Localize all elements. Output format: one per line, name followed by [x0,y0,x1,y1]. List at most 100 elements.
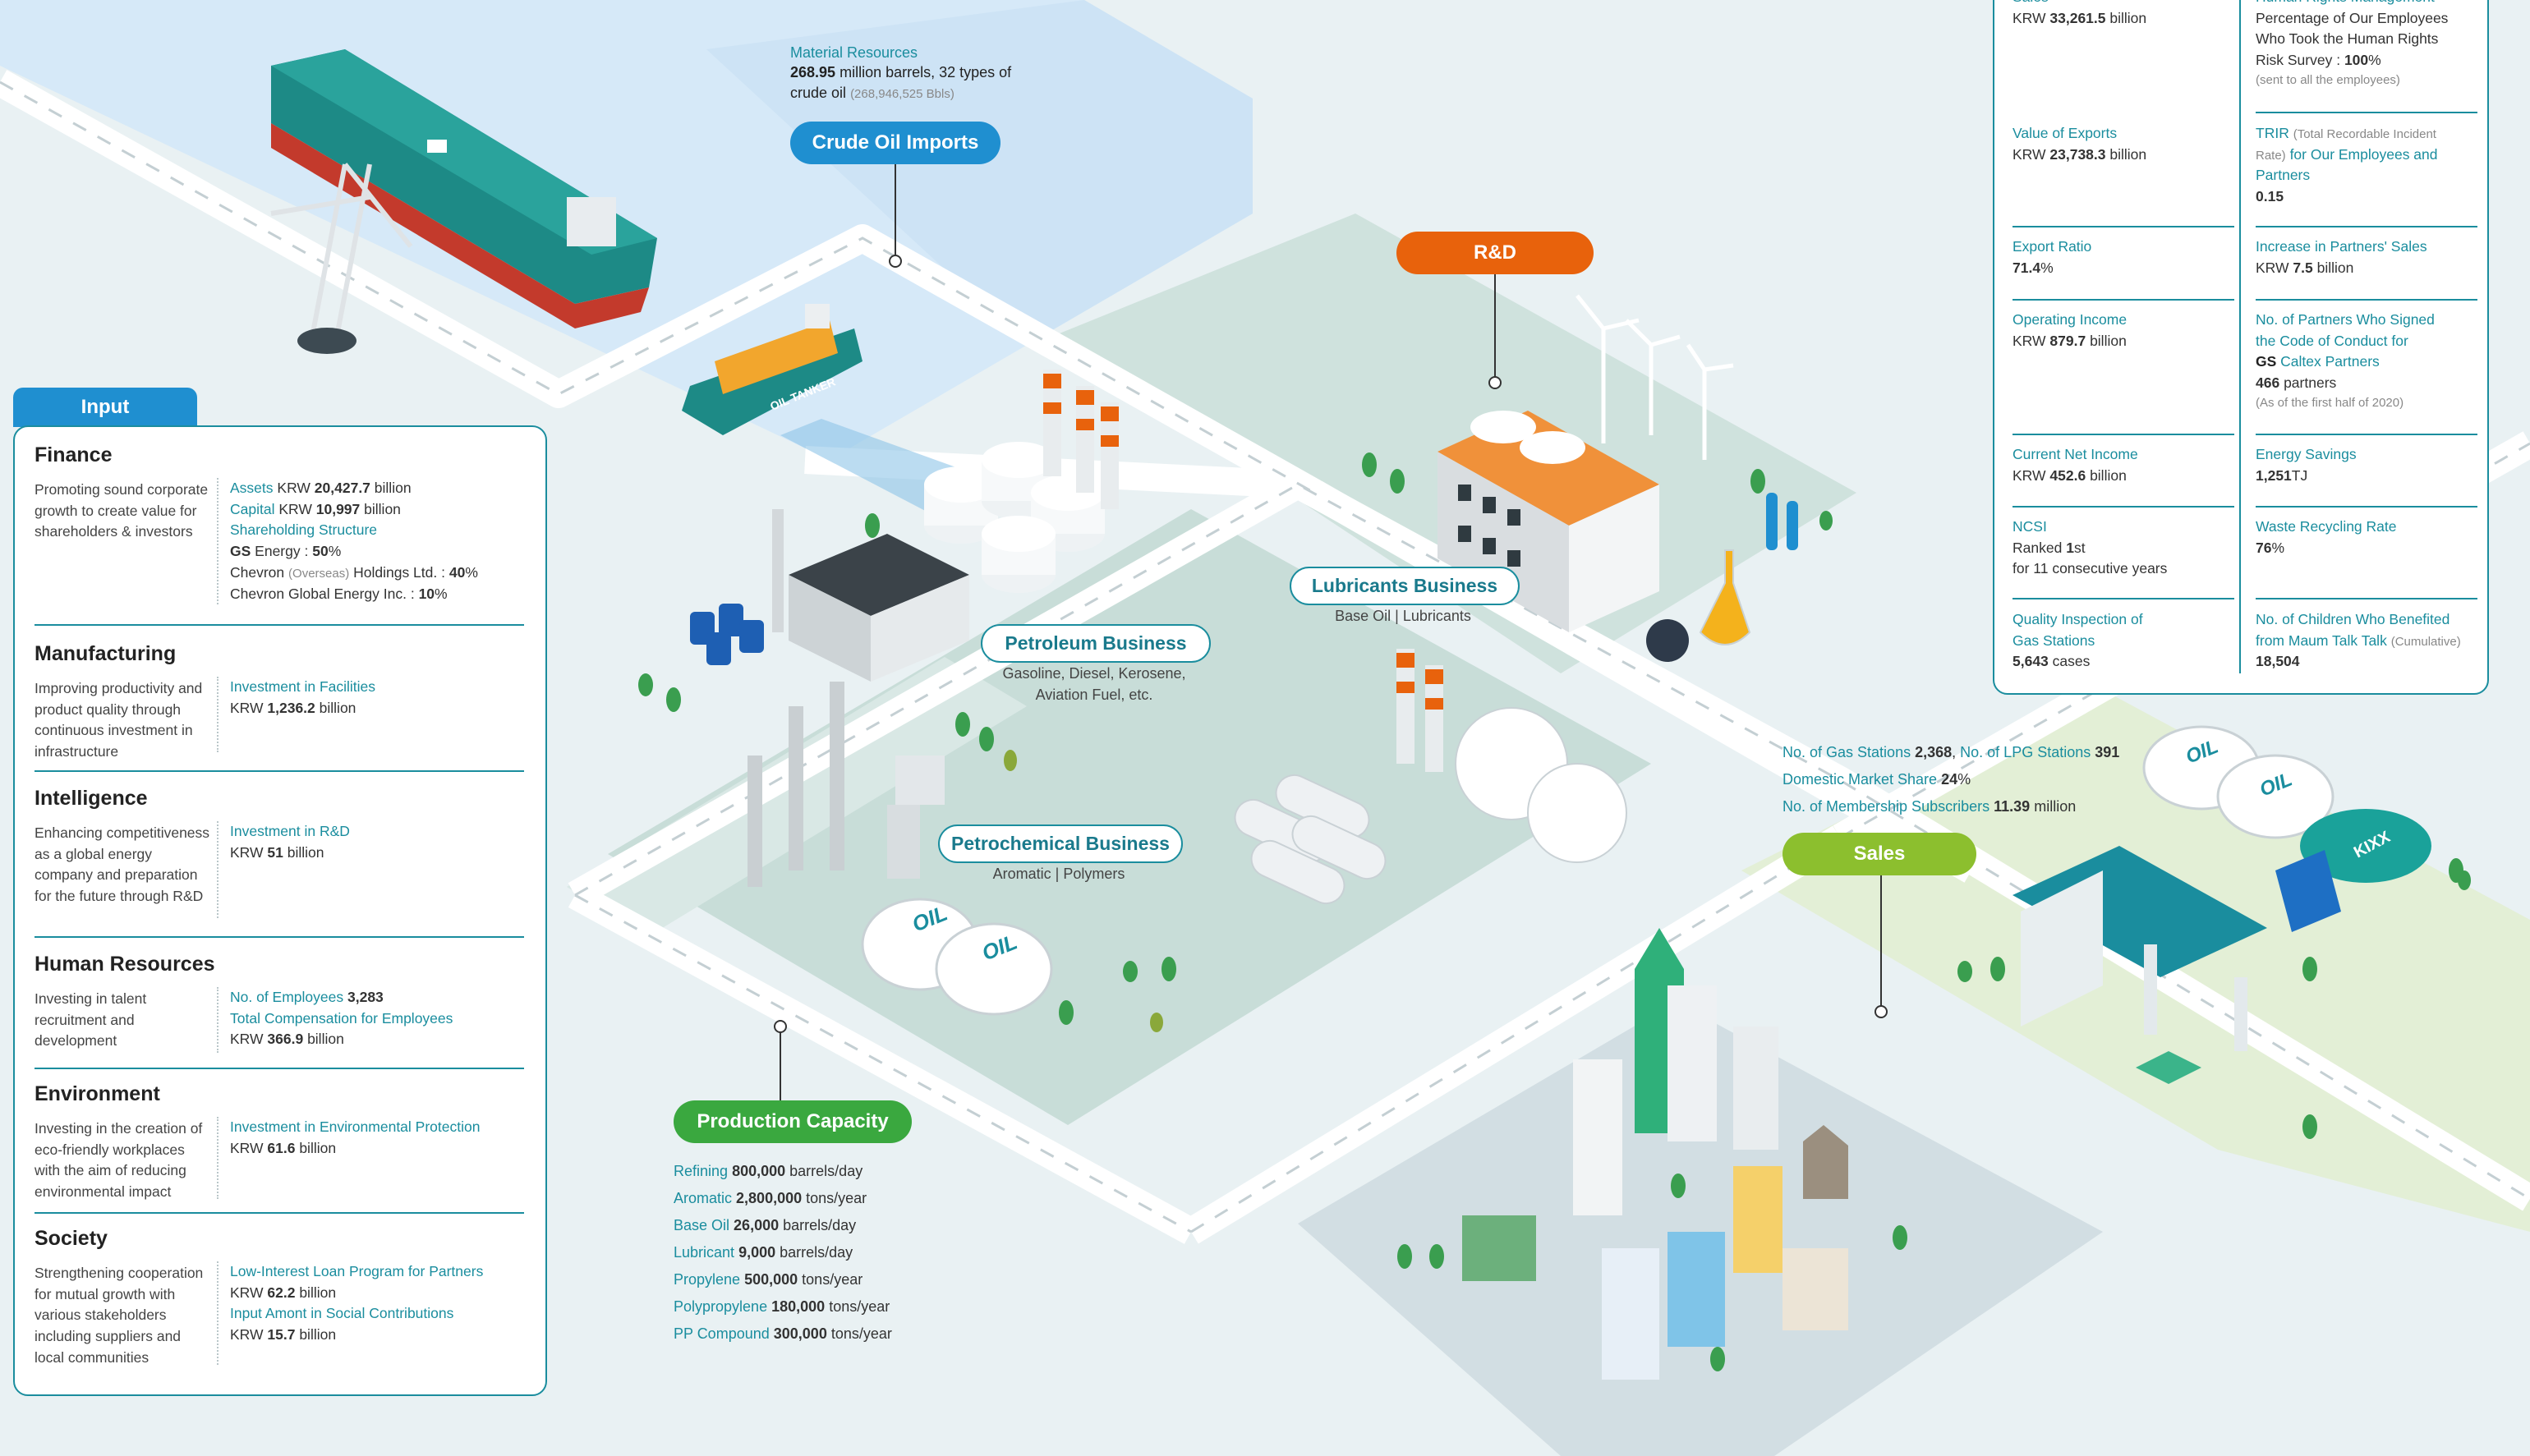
membership-unit: million [2034,798,2077,815]
input-panel [13,425,547,1396]
gas-stations-value: 2,368 [1915,744,1953,760]
finance-title: Finance [34,443,113,466]
row-divider [2256,226,2477,227]
section-divider [34,1212,524,1214]
warehouse-illustration [772,509,969,682]
society-desc: Strengthening cooperation for mutual gro… [34,1265,204,1366]
oil-tanks-sales-illustration: OIL OIL [2142,725,2334,839]
society-title: Society [34,1227,108,1250]
chimneys-illustration [1043,370,1443,772]
production-capacity-list: Refining 800,000 barrels/day Aromatic 2,… [674,1158,1019,1348]
blue-barrels-illustration [690,604,764,665]
finance-desc: Promoting sound corporate growth to crea… [34,481,209,540]
human-resources-desc: Investing in talent recruitment and deve… [34,990,147,1050]
output-human-rights: Human Rights Management Percentage of Ou… [2256,0,2449,87]
membership-label: No. of Membership Subscribers [1782,798,1990,815]
row-divider [2012,434,2234,435]
petroleum-business-label: Petroleum Business [981,624,1211,663]
sales-pill: Sales [1782,833,1976,875]
row-divider [2256,434,2477,435]
row-divider [2012,506,2234,508]
rnd-building-illustration [1438,411,1659,632]
output-export-ratio: Export Ratio 71.4% [2012,238,2092,276]
section-divider [34,624,524,626]
output-code-of-conduct: No. of Partners Who Signed the Code of C… [2256,311,2435,410]
callout-lines [774,164,1888,1100]
output-partners-sales: Increase in Partners' Sales KRW 7.5 bill… [2256,238,2427,276]
market-share-label: Domestic Market Share [1782,771,1938,788]
membership-value: 11.39 [1994,798,2031,815]
material-resources-label: Material Resources [790,44,918,61]
market-share-unit: % [1957,771,1971,788]
manufacturing-values: Investment in Facilities KRW 1,236.2 bil… [217,677,534,752]
production-capacity-pill: Production Capacity [674,1100,912,1143]
lpg-stations-value: 391 [2095,744,2120,760]
capacity-row: Propylene 500,000 tons/year [674,1271,863,1288]
environment-values: Investment in Environmental Protection K… [217,1117,534,1199]
capacity-row: Refining 800,000 barrels/day [674,1163,863,1179]
city-land [1298,1002,2103,1456]
manufacturing-desc: Improving productivity and product quali… [34,680,203,760]
port-crane-illustration [270,163,413,354]
input-tab: Input [13,388,197,427]
human-resources-title: Human Resources [34,953,215,976]
environment-section: Environment Investing in the creation of… [34,1082,527,1200]
sea-highlight [706,0,1253,345]
output-panel [1993,0,2489,695]
storage-tanks-illustration [924,442,1105,593]
capacity-row: Base Oil 26,000 barrels/day [674,1217,857,1233]
wind-turbines-illustration [1576,294,1734,460]
oil-drums-illustration: OIL OIL [861,898,1053,1016]
material-resources-unit: million barrels, 32 types of [840,64,1012,81]
output-waste-recycling: Waste Recycling Rate 76% [2256,518,2397,556]
trees-illustration [638,452,2471,1371]
spherical-tanks-illustration [1455,707,1627,863]
sales-stats: No. of Gas Stations 2,368, No. of LPG St… [1782,744,2120,815]
petroleum-business-sub2: Aviation Fuel, etc. [1035,687,1153,703]
capacity-row: Aromatic 2,800,000 tons/year [674,1190,867,1206]
output-net-income: Current Net Income KRW 452.6 billion [2012,446,2138,484]
intelligence-values: Investment in R&D KRW 51 billion [217,821,534,918]
capacity-row: Polypropylene 180,000 tons/year [674,1298,890,1315]
output-children-benefited: No. of Children Who Benefited from Maum … [2256,611,2461,670]
society-section: Society Strengthening cooperation for mu… [34,1227,527,1366]
fuel-truck-illustration: KIXX [2275,809,2431,932]
intelligence-section: Intelligence Enhancing competitiveness a… [34,787,527,918]
output-exports: Value of Exports KRW 23,738.3 billion [2012,125,2147,163]
output-operating-income: Operating Income KRW 879.7 billion [2012,311,2128,349]
lubricants-business-sub: Base Oil | Lubricants [1335,608,1471,624]
section-divider [34,936,524,938]
row-divider [2256,112,2477,113]
cargo-ship-illustration [271,49,657,328]
city-buildings-illustration [1462,928,1848,1380]
distillation-towers-illustration [748,682,945,887]
material-resources: Material Resources 268.95 million barrel… [790,43,1061,103]
human-resources-section: Human Resources Investing in talent recr… [34,953,527,1053]
row-divider [2256,598,2477,599]
output-energy-savings: Energy Savings 1,251TJ [2256,446,2357,484]
capacity-row: PP Compound 300,000 tons/year [674,1325,892,1342]
rnd-pill: R&D [1396,232,1594,274]
intelligence-desc: Enhancing competitiveness as a global en… [34,824,210,905]
petrochemical-business-sub: Aromatic | Polymers [992,866,1125,882]
row-divider [2256,299,2477,301]
capacity-row: Lubricant 9,000 barrels/day [674,1244,853,1261]
output-quality-inspection: Quality Inspection of Gas Stations 5,643… [2012,611,2143,670]
market-share-value: 24 [1941,771,1958,788]
output-ncsi: NCSI Ranked 1st for 11 consecutive years [2012,518,2168,577]
row-divider [2012,598,2234,599]
row-divider [2012,226,2234,227]
section-divider [34,1068,524,1069]
pipe-cluster-illustration [1234,774,1387,905]
refinery-land [608,509,1651,1125]
intelligence-title: Intelligence [34,787,148,810]
petrochemical-business-label: Petrochemical Business [938,824,1183,863]
environment-title: Environment [34,1082,160,1105]
row-divider [2012,299,2234,301]
crude-oil-imports-pill: Crude Oil Imports [790,122,1000,164]
petroleum-business-sub1: Gasoline, Diesel, Kerosene, [1002,665,1186,682]
finance-values: Assets KRW 20,427.7 billion Capital KRW … [217,478,534,605]
output-trir: TRIR (Total Recordable Incident Rate) fo… [2256,125,2438,205]
row-divider [2256,506,2477,508]
